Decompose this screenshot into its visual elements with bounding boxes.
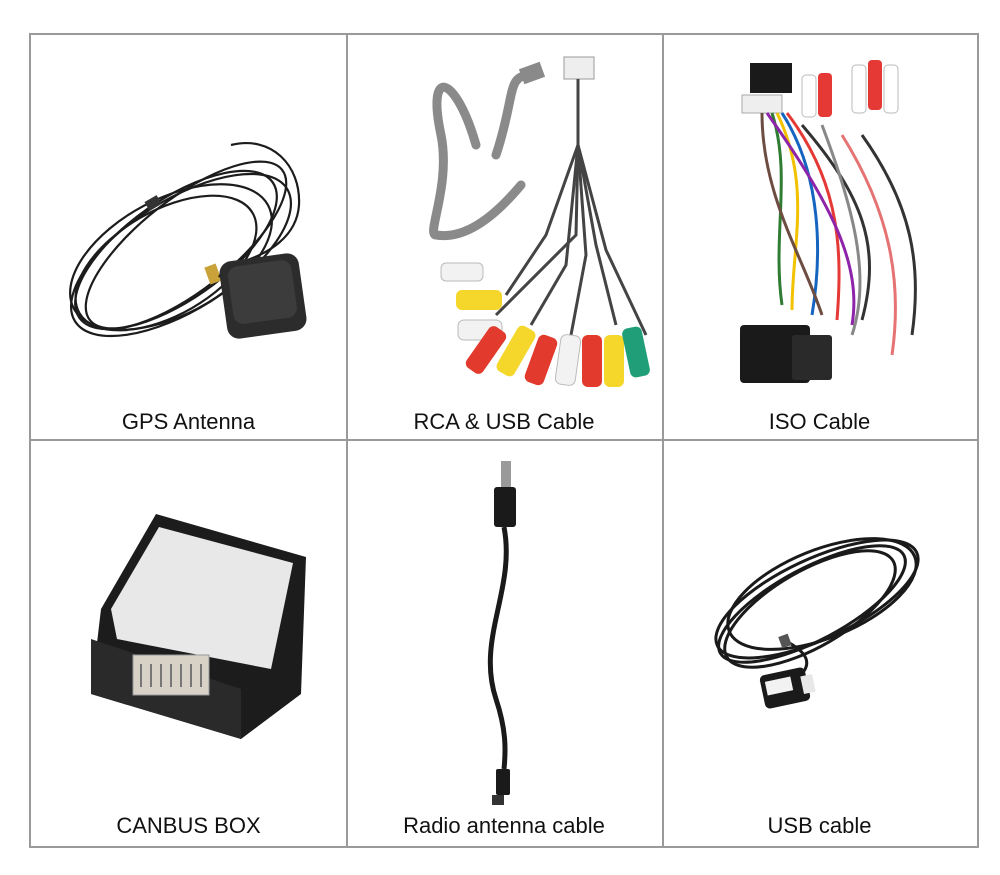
product-card-rca-usb-cable: RCA & USB Cable <box>346 35 664 441</box>
accessory-grid: GPS Antenna <box>29 33 979 848</box>
product-card-radio-antenna-cable: Radio antenna cable <box>346 439 664 848</box>
product-label: GPS Antenna <box>121 409 256 434</box>
canbus-box-icon <box>91 514 306 739</box>
product-card-canbus-box: CANBUS BOX <box>31 439 348 848</box>
product-label: ISO Cable <box>768 409 871 434</box>
product-card-gps-antenna: GPS Antenna <box>31 35 348 441</box>
product-card-usb-cable: USB cable <box>662 439 979 848</box>
usb-cable-icon <box>714 537 920 709</box>
product-label: RCA & USB Cable <box>413 409 595 434</box>
product-label: Radio antenna cable <box>403 813 605 838</box>
rca-usb-cable-icon <box>429 56 650 387</box>
iso-cable-icon <box>740 60 917 383</box>
product-card-iso-cable: ISO Cable <box>662 35 979 441</box>
gps-antenna-icon <box>69 142 307 339</box>
product-label: CANBUS BOX <box>116 813 261 838</box>
radio-antenna-cable-icon <box>487 461 516 805</box>
product-label: USB cable <box>767 813 872 838</box>
